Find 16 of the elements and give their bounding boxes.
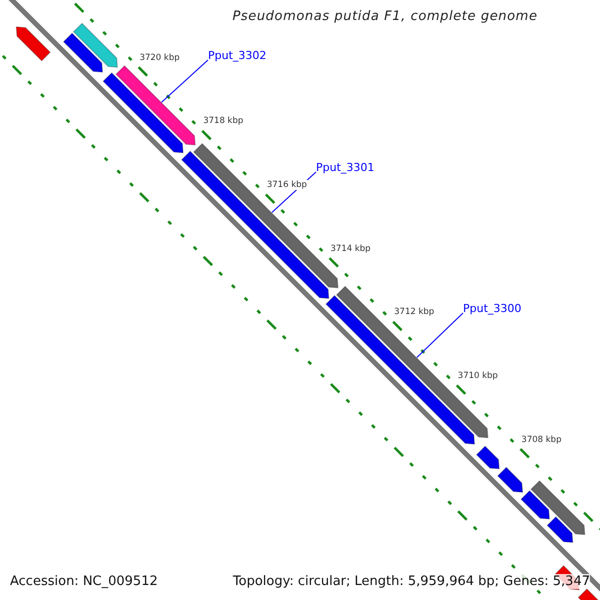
leader-line (161, 60, 208, 103)
scale-label: 3710 kbp (456, 370, 499, 381)
scale-label: 3718 kbp (202, 116, 244, 126)
gene-label: Pput_3300 (463, 302, 522, 315)
scale-label: 3716 kbp (266, 180, 308, 190)
genome-info-text: Topology: circular; Length: 5,959,964 bp; Genes: 5,347 (232, 574, 590, 589)
accession-text: Accession: NC_009512 (9, 574, 159, 589)
gene-label: Pput_3302 (208, 49, 266, 62)
leader-line (416, 312, 464, 358)
gene-label: Pput_3301 (316, 161, 374, 174)
scale-label: 3714 kbp (330, 244, 372, 254)
title: Pseudomonas putida F1, complete genome (231, 9, 539, 24)
scale-label: 3712 kbp (393, 307, 436, 318)
gene-feature (115, 65, 196, 146)
scale-label: 3708 kbp (520, 434, 562, 445)
scale-label: 3720 kbp (138, 52, 181, 63)
